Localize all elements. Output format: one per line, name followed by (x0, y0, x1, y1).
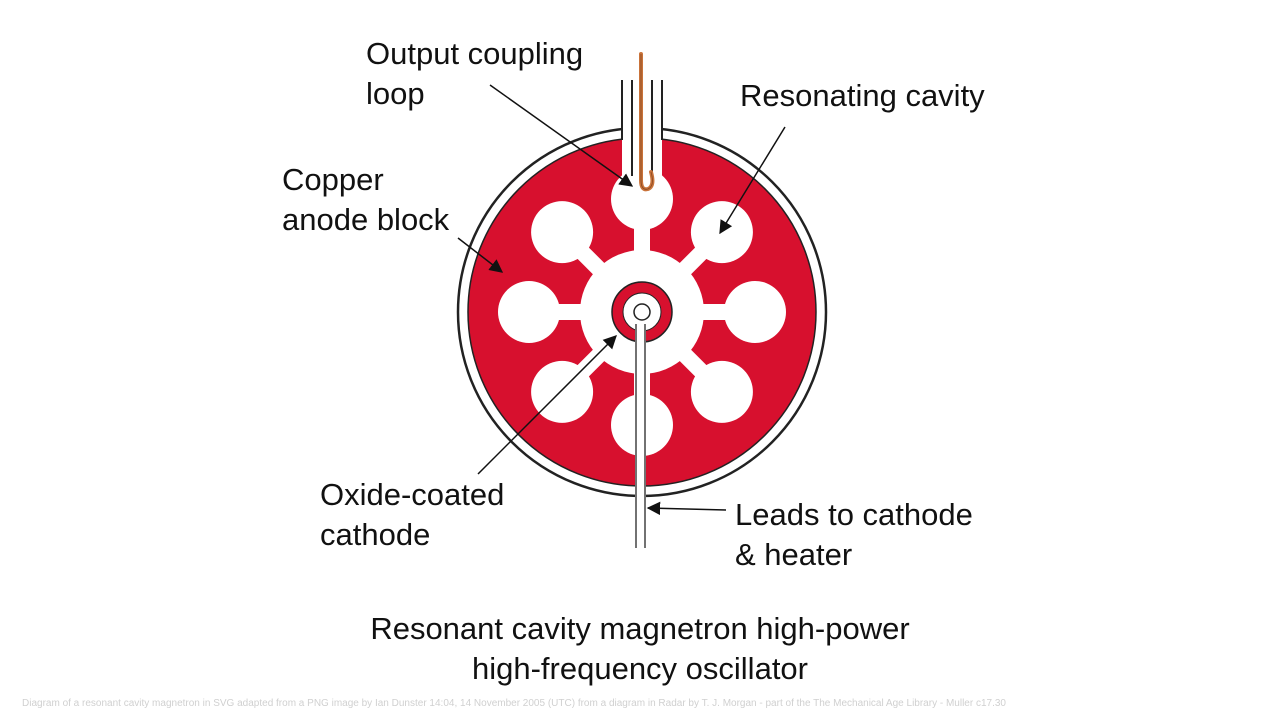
resonating-cavity (690, 201, 753, 264)
resonating-cavity (531, 360, 594, 423)
label-copper-anode-block: Copper anode block (282, 162, 450, 237)
image-credit: Diagram of a resonant cavity magnetron i… (22, 698, 1006, 709)
label-leads-to-cathode: Leads to cathode & heater (735, 497, 973, 572)
resonating-cavity-pointer (719, 126, 786, 235)
resonating-cavity (724, 281, 786, 343)
resonating-cavity (498, 281, 560, 343)
diagram-caption: Resonant cavity magnetron high-power hig… (370, 611, 910, 686)
cathode-core (633, 303, 651, 321)
label-resonating-cavity: Resonating cavity (740, 78, 985, 113)
output-loop-pointer (489, 84, 634, 187)
oxide-cathode-pointer (477, 335, 617, 475)
label-oxide-coated-cathode: Oxide-coated cathode (320, 477, 505, 552)
cathode-leads (635, 324, 646, 548)
resonating-cavities (498, 168, 786, 456)
label-output-coupling-loop: Output coupling loop (366, 36, 584, 111)
copper-anode-pointer (457, 237, 504, 273)
leads-pointer (646, 501, 727, 516)
resonating-cavity (690, 360, 753, 423)
resonating-cavity (531, 201, 594, 264)
